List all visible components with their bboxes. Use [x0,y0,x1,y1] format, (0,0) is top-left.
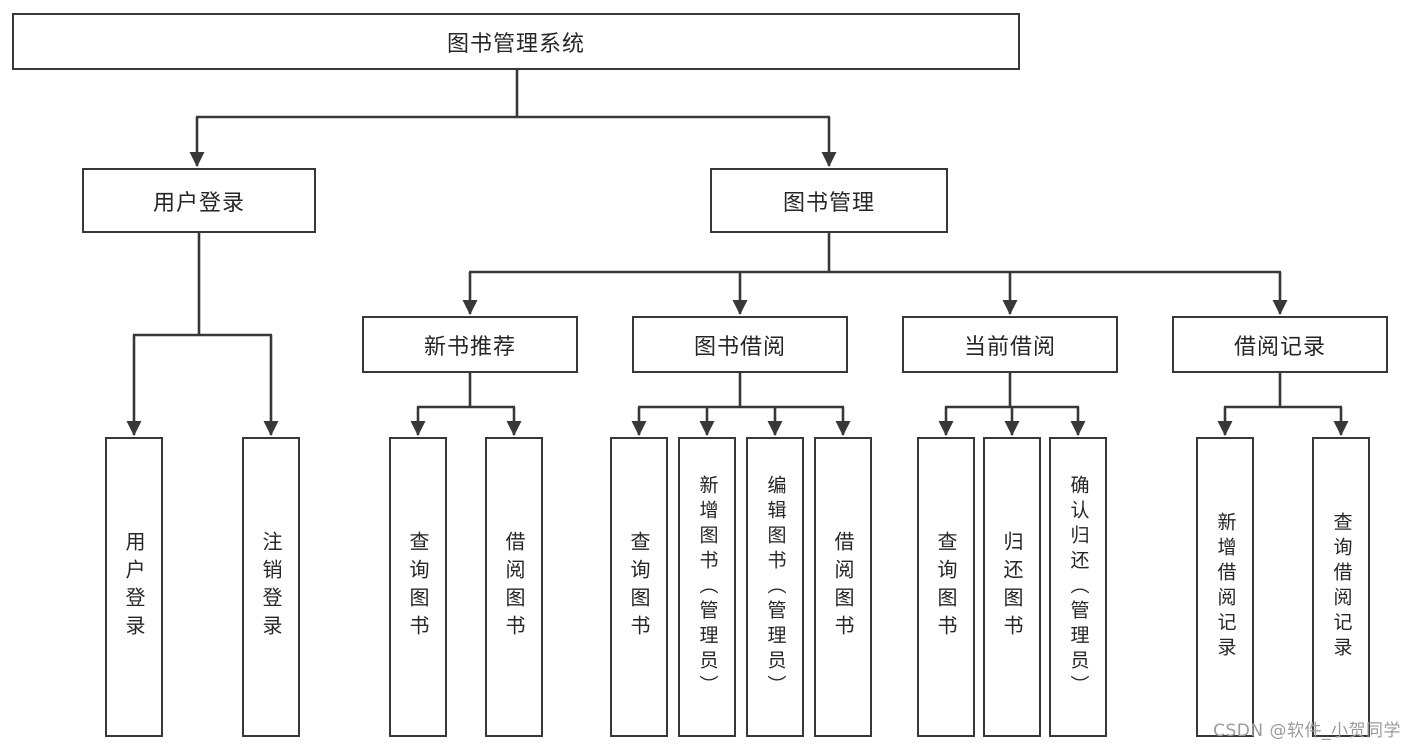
leaf-add-borrowing-record: 新增借阅记录 [1196,437,1254,737]
leaf-query-books-borrowing: 查询图书 [610,437,668,737]
leaf-query-borrowing-record: 查询借阅记录 [1312,437,1370,737]
node-current-borrowing: 当前借阅 [902,316,1118,373]
csdn-watermark: CSDN @软件_小贺同学 [1213,721,1401,741]
leaf-edit-books-admin: 编辑图书（管理员） [746,437,804,737]
leaf-add-books-admin: 新增图书（管理员） [678,437,736,737]
node-book-borrowing: 图书借阅 [632,316,848,373]
leaf-return-books: 归还图书 [983,437,1041,737]
leaf-query-books-current: 查询图书 [917,437,975,737]
leaf-query-books-recommend: 查询图书 [389,437,447,737]
node-book-management-system: 图书管理系统 [12,13,1020,70]
leaf-borrow-books-recommend: 借阅图书 [485,437,543,737]
node-borrowing-records: 借阅记录 [1172,316,1388,373]
node-user-login: 用户登录 [82,168,316,233]
node-book-management: 图书管理 [710,168,948,233]
leaf-borrow-books-borrowing: 借阅图书 [814,437,872,737]
leaf-confirm-return-admin: 确认归还（管理员） [1049,437,1107,737]
node-new-book-recommendation: 新书推荐 [362,316,578,373]
leaf-user-login: 用户登录 [105,437,163,737]
leaf-logout: 注销登录 [242,437,300,737]
